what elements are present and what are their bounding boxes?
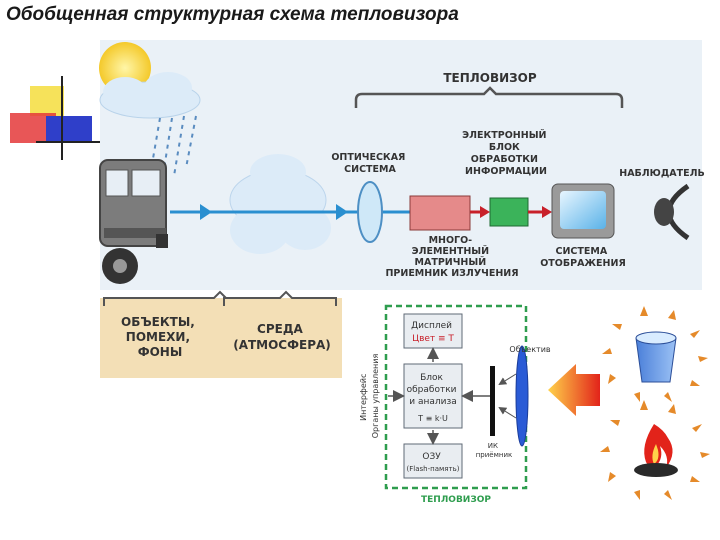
optical-lens-icon xyxy=(357,181,383,243)
monitor-icon xyxy=(551,183,615,239)
frame-label: ТЕПЛОВИЗОР xyxy=(421,495,491,505)
optical-system-label: ОПТИЧЕСКАЯ СИСТЕМА xyxy=(331,152,408,175)
ir-receiver-bar xyxy=(490,366,495,436)
display-system-label: СИСТЕМА ОТОБРАЖЕНИЯ xyxy=(540,246,626,269)
receiver-label: МНОГО- ЭЛЕМЕНТНЫЙ МАТРИЧНЫЙ ПРИЕМНИК ИЗЛ… xyxy=(385,235,518,279)
processing-box xyxy=(403,363,463,429)
ir-receiver-label: ИК приёмник xyxy=(476,442,513,459)
objects-label: ОБЪЕКТЫ, ПОМЕХИ, ФОНЫ xyxy=(121,315,199,359)
interface-label: Интерфейс Органы управления xyxy=(359,354,380,439)
rain-cloud-icon xyxy=(99,72,201,183)
brace-top xyxy=(354,86,624,108)
processing-box-label: Блок обработки и анализа xyxy=(407,373,460,407)
memory-box xyxy=(403,443,463,479)
truck-icon xyxy=(99,159,168,284)
formula-label: T ≡ k·U xyxy=(417,414,448,423)
eye-icon xyxy=(654,183,690,241)
fire-icon xyxy=(600,400,710,500)
radiation-arrow-icon xyxy=(548,364,600,416)
electronic-block-label: ЭЛЕКТРОННЫЙ БЛОК ОБРАБОТКИ ИНФОРМАЦИИ xyxy=(462,129,550,177)
cold-cup-icon xyxy=(602,306,708,402)
display-box xyxy=(403,313,463,349)
beige-panel xyxy=(100,298,342,378)
medium-label: СРЕДА (АТМОСФЕРА) xyxy=(233,322,331,352)
memory-box-label: ОЗУ (Flash-память) xyxy=(407,452,460,473)
decorative-squares-icon xyxy=(10,76,100,160)
observer-label: НАБЛЮДАТЕЛЬ xyxy=(619,168,705,179)
lens-label: Объектив xyxy=(509,345,550,354)
objective-lens-icon xyxy=(515,345,529,447)
electronic-block-box xyxy=(489,197,529,227)
display-box-label: Дисплей Цвет ≡ Т xyxy=(411,321,455,344)
atmosphere-cloud-icon xyxy=(229,154,331,254)
receiver-box xyxy=(409,195,471,231)
brace-title: ТЕПЛОВИЗОР xyxy=(443,71,537,85)
page-title: Обобщенная структурная схема тепловизора xyxy=(6,4,459,25)
diagram-background xyxy=(100,40,702,290)
